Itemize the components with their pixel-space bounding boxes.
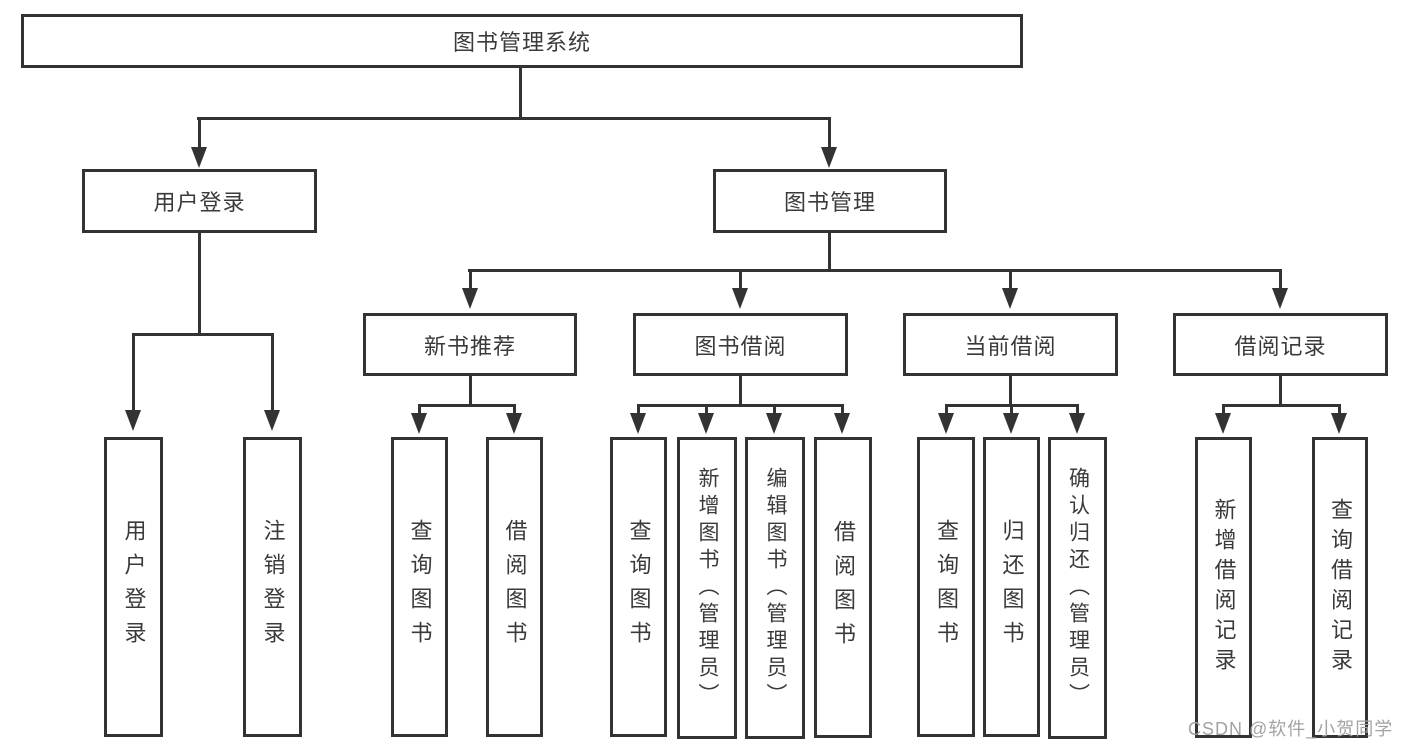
node-label: 图书借阅 xyxy=(694,333,787,359)
connector-line xyxy=(468,269,1282,272)
arrowhead-icon xyxy=(411,413,427,434)
connector-line xyxy=(1222,406,1225,415)
leaf-edit-books-admin: 编辑图书（管理员） xyxy=(745,437,805,739)
connector-line xyxy=(828,119,831,149)
connector-line xyxy=(1338,406,1341,415)
leaf-query-books-recommend: 查询图书 xyxy=(391,437,448,737)
arrowhead-icon xyxy=(938,413,954,434)
connector-line xyxy=(828,233,831,272)
node-book-management: 图书管理 xyxy=(713,169,947,233)
node-label: 用户登录 xyxy=(121,519,147,655)
connector-line xyxy=(469,376,472,406)
arrowhead-icon xyxy=(191,147,207,168)
arrowhead-icon xyxy=(1069,413,1085,434)
connector-line xyxy=(739,271,742,290)
arrowhead-icon xyxy=(1003,413,1019,434)
arrowhead-icon xyxy=(264,410,280,431)
leaf-add-borrow-record: 新增借阅记录 xyxy=(1195,437,1252,738)
node-label: 确认归还（管理员） xyxy=(1066,466,1090,710)
arrowhead-icon xyxy=(732,288,748,309)
node-label: 借阅图书 xyxy=(831,519,856,656)
watermark: CSDN @软件_小贺同学 xyxy=(1188,719,1394,739)
node-new-book-recommend: 新书推荐 xyxy=(363,313,577,376)
connector-line xyxy=(637,404,844,407)
connector-line xyxy=(1009,271,1012,290)
arrowhead-icon xyxy=(1331,413,1347,434)
node-label: 归还图书 xyxy=(999,519,1025,655)
node-label: 图书管理 xyxy=(783,190,876,215)
connector-line xyxy=(132,335,135,412)
node-label: 当前借阅 xyxy=(964,333,1057,359)
connector-line xyxy=(1279,376,1282,406)
node-label: 借阅图书 xyxy=(502,519,528,655)
connector-line xyxy=(637,406,640,415)
arrowhead-icon xyxy=(125,410,141,431)
arrowhead-icon xyxy=(1272,288,1288,309)
connector-line xyxy=(418,404,516,407)
leaf-confirm-return-admin: 确认归还（管理员） xyxy=(1048,437,1107,739)
connector-line xyxy=(197,117,831,120)
leaf-borrow-books: 借阅图书 xyxy=(814,437,872,738)
leaf-query-books-borrow: 查询图书 xyxy=(610,437,667,737)
leaf-return-books: 归还图书 xyxy=(983,437,1040,737)
arrowhead-icon xyxy=(1002,288,1018,309)
connector-line xyxy=(132,333,274,336)
connector-line xyxy=(945,404,1079,407)
connector-line xyxy=(1010,406,1013,415)
node-label: 查询图书 xyxy=(407,519,433,655)
leaf-borrow-books-recommend: 借阅图书 xyxy=(486,437,543,737)
node-label: 图书管理系统 xyxy=(452,30,591,55)
arrowhead-icon xyxy=(462,288,478,309)
arrowhead-icon xyxy=(821,147,837,168)
arrowhead-icon xyxy=(834,413,850,434)
node-label: 新增借阅记录 xyxy=(1211,497,1237,678)
node-label: 注销登录 xyxy=(260,519,286,655)
node-label: 借阅记录 xyxy=(1234,333,1327,359)
leaf-query-borrow-record: 查询借阅记录 xyxy=(1312,437,1368,738)
connector-line xyxy=(418,406,421,415)
connector-line xyxy=(773,406,776,415)
connector-line xyxy=(198,119,201,149)
node-current-borrow: 当前借阅 xyxy=(903,313,1118,376)
arrowhead-icon xyxy=(698,413,714,434)
node-borrow-records: 借阅记录 xyxy=(1173,313,1388,376)
node-root-system: 图书管理系统 xyxy=(21,14,1023,68)
connector-line xyxy=(271,335,274,412)
arrowhead-icon xyxy=(766,413,782,434)
connector-line xyxy=(519,67,522,120)
leaf-logout: 注销登录 xyxy=(243,437,302,737)
connector-line xyxy=(1222,404,1341,407)
connector-line xyxy=(513,406,516,415)
arrowhead-icon xyxy=(1215,413,1231,434)
arrowhead-icon xyxy=(630,413,646,434)
connector-line xyxy=(198,233,201,335)
arrowhead-icon xyxy=(506,413,522,434)
node-label: 查询图书 xyxy=(626,519,652,655)
node-label: 编辑图书（管理员） xyxy=(764,466,787,710)
connector-line xyxy=(945,406,948,415)
node-label: 查询图书 xyxy=(934,519,959,655)
connector-line xyxy=(841,406,844,415)
node-label: 查询借阅记录 xyxy=(1328,497,1353,678)
node-label: 用户登录 xyxy=(153,190,246,215)
node-user-login: 用户登录 xyxy=(82,169,317,233)
connector-line xyxy=(739,376,742,406)
connector-line xyxy=(469,271,472,290)
node-book-borrow: 图书借阅 xyxy=(633,313,848,376)
node-label: 新书推荐 xyxy=(423,333,516,359)
node-label: 新增图书（管理员） xyxy=(696,466,719,710)
connector-line xyxy=(1009,376,1012,406)
leaf-query-books-current: 查询图书 xyxy=(917,437,975,737)
connector-line xyxy=(705,406,708,415)
leaf-add-books-admin: 新增图书（管理员） xyxy=(677,437,737,739)
connector-line xyxy=(1076,406,1079,415)
connector-line xyxy=(1279,271,1282,290)
leaf-user-login: 用户登录 xyxy=(104,437,163,737)
